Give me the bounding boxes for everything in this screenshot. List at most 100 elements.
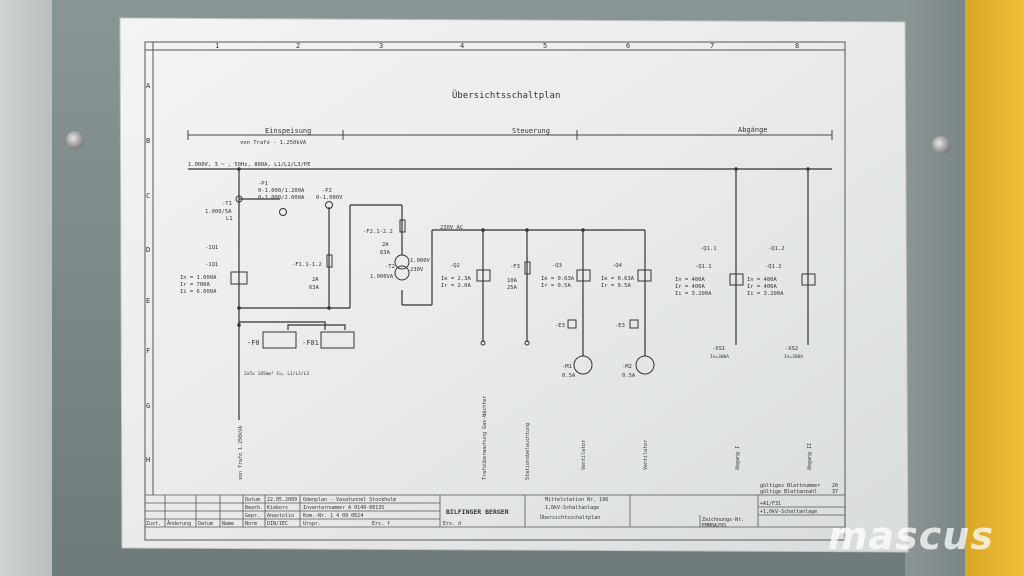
- ers-d-label: Ers. d: [443, 521, 461, 527]
- component-labels: -P1 0-1.000/1.200A 0-1.000/2.000A -P2 0-…: [180, 181, 803, 379]
- q11-in: In = 400A: [675, 277, 705, 283]
- row-letter: A: [146, 82, 151, 90]
- f3-rating: 10A: [507, 278, 518, 284]
- q4-ie: Ie = 0.63A: [601, 276, 635, 282]
- m2-rating: 0.5A: [622, 373, 636, 379]
- q12-label: -Q1.2: [765, 264, 782, 270]
- f01-label: -F01: [302, 339, 319, 347]
- q11-label: -Q1.1: [695, 264, 712, 270]
- xs1-label: -XS1: [712, 346, 725, 352]
- row-letter: D: [146, 246, 150, 254]
- column-number: 8: [795, 42, 799, 50]
- q3-ie: Ie = 0.63A: [541, 276, 575, 282]
- q1-ii: Ii = 6.000A: [180, 289, 217, 295]
- q1-label: -1Q1: [205, 262, 218, 268]
- row-letter: H: [146, 456, 150, 464]
- yellow-door: [965, 0, 1024, 576]
- section-steuerung: Steuerung: [512, 127, 550, 135]
- vertical-labels: von Trafo 1.250kVA Trafoüberwachung Gas-…: [238, 396, 813, 480]
- project-name: Odenplan - Vasatunnel Stockholm: [303, 497, 396, 503]
- row-letter: C: [146, 192, 150, 200]
- description-title: Übersichtsschaltplan: [540, 514, 600, 521]
- q2-ie: Ie = 2.3A: [441, 276, 471, 282]
- diagram-title: Übersichtsschaltplan: [452, 90, 560, 101]
- kom-number: Kom.-Nr. 1 4 09 0624: [303, 513, 363, 519]
- bearb-label: Bearb.: [245, 505, 263, 511]
- e3-label: -E3: [615, 323, 625, 329]
- q1-aux-label: -1Q1: [205, 245, 218, 251]
- q12-in: In = 400A: [747, 277, 777, 283]
- xs1-rating: In=300A: [710, 354, 729, 360]
- page-count: 37: [832, 489, 838, 495]
- page-count-label: gültige Blattanzahl: [760, 489, 817, 495]
- f3-label: -F3: [510, 264, 520, 270]
- q12-ir: Ir = 400A: [747, 284, 777, 290]
- t1-ratio: 1.000/5A: [205, 209, 232, 215]
- company-logo: BILFINGER BERGER: [446, 508, 509, 516]
- f21-label: -F2.1-2.2: [363, 229, 393, 235]
- column-number: 2: [296, 42, 300, 50]
- f3-rating: 25A: [507, 285, 518, 291]
- urspr-label: Urspr.: [303, 521, 321, 527]
- norm-value: DIN/IEC: [267, 521, 288, 527]
- xs2-label: -XS2: [785, 346, 798, 352]
- f0-label: -F0: [247, 339, 260, 347]
- cabinet-panel-right: [905, 0, 967, 576]
- rev-header: Zust.: [146, 521, 161, 527]
- t2-label: -T2: [385, 264, 395, 270]
- inventory-number: Inventarnummer A 0140-00135: [303, 505, 384, 511]
- wiring: [188, 168, 832, 420]
- datum-value: 22.05.2009: [267, 497, 297, 503]
- t2-power: 1.000VA: [370, 274, 394, 280]
- gepr-label: Gepr.: [245, 513, 260, 519]
- reference-2: +1,0kV-Schaltanlage: [760, 509, 817, 515]
- row-letter: G: [146, 402, 150, 410]
- q11-ir: Ir = 400A: [675, 284, 705, 290]
- busbar-label: 1.000V, 3 ~ , 50Hz, 800A, L1/L2/L3/PE: [188, 162, 311, 168]
- q1-in: In = 1.000A: [180, 275, 217, 281]
- column-number: 4: [460, 42, 464, 50]
- f21-rating: 63A: [380, 250, 391, 256]
- q4-ir: Ir = 0.5A: [601, 283, 631, 289]
- feeder-label: Ventilator: [643, 440, 649, 470]
- t1-label: -T1: [222, 201, 232, 207]
- norm-label: Norm: [245, 521, 257, 527]
- f11-rating: 63A: [309, 285, 320, 291]
- row-letter: F: [146, 347, 150, 355]
- background-paper-left: [0, 0, 52, 576]
- description-line: 1,0kV-Schaltanlage: [545, 505, 599, 511]
- screw-icon: [66, 131, 84, 149]
- t2-primary: 1.000V: [410, 258, 431, 264]
- feeder-label: Stationsbeleuchtung: [525, 423, 531, 480]
- bearb-value: Kiebors: [267, 505, 288, 511]
- drawing-number-label: Zeichnungs-Nr.: [702, 517, 744, 523]
- reference-1: +A1/F31: [760, 501, 781, 507]
- column-numbers: 1 2 3 4 5 6 7 8: [215, 42, 799, 50]
- q3-ir: Ir = 0.5A: [541, 283, 571, 289]
- q11-ii: Ii = 3.200A: [675, 291, 712, 297]
- cable-label: 2x5x 185mm² Cu, L1/L2/L3: [244, 371, 309, 377]
- ac-bus-label: 230V AC: [440, 225, 463, 231]
- section-einspeisung: Einspeisung: [265, 127, 311, 135]
- title-block-text: Datum 22.05.2009 Bearb. Kiebors Gepr. An…: [146, 483, 838, 529]
- section-abgaenge: Abgänge: [738, 126, 768, 134]
- q12-ii: Ii = 3.200A: [747, 291, 784, 297]
- e3-label: -E3: [555, 323, 565, 329]
- m2-label: -M2: [622, 364, 632, 370]
- rev-header: Datum: [198, 521, 213, 527]
- watermark-logo: mascus: [827, 514, 994, 558]
- q4-label: -Q4: [612, 263, 623, 269]
- f11-rating: 2A: [312, 277, 319, 283]
- xs2-rating: In=300A: [784, 354, 803, 360]
- row-letter: E: [146, 297, 150, 305]
- row-letter: B: [146, 137, 150, 145]
- feeder-label: Trafoüberwachung Gas-Wächter: [482, 396, 488, 480]
- gepr-value: Anastolio: [267, 513, 294, 519]
- f11-label: -F1.1-1.2: [292, 262, 322, 268]
- feeder-label: Abgang I: [735, 446, 741, 470]
- page-label: gültiges Blattnummer: [760, 483, 820, 489]
- f21-rating: 2A: [382, 242, 389, 248]
- p2-label: -P2: [322, 188, 332, 194]
- description-line: Mittelstation Nr. 196: [545, 497, 608, 503]
